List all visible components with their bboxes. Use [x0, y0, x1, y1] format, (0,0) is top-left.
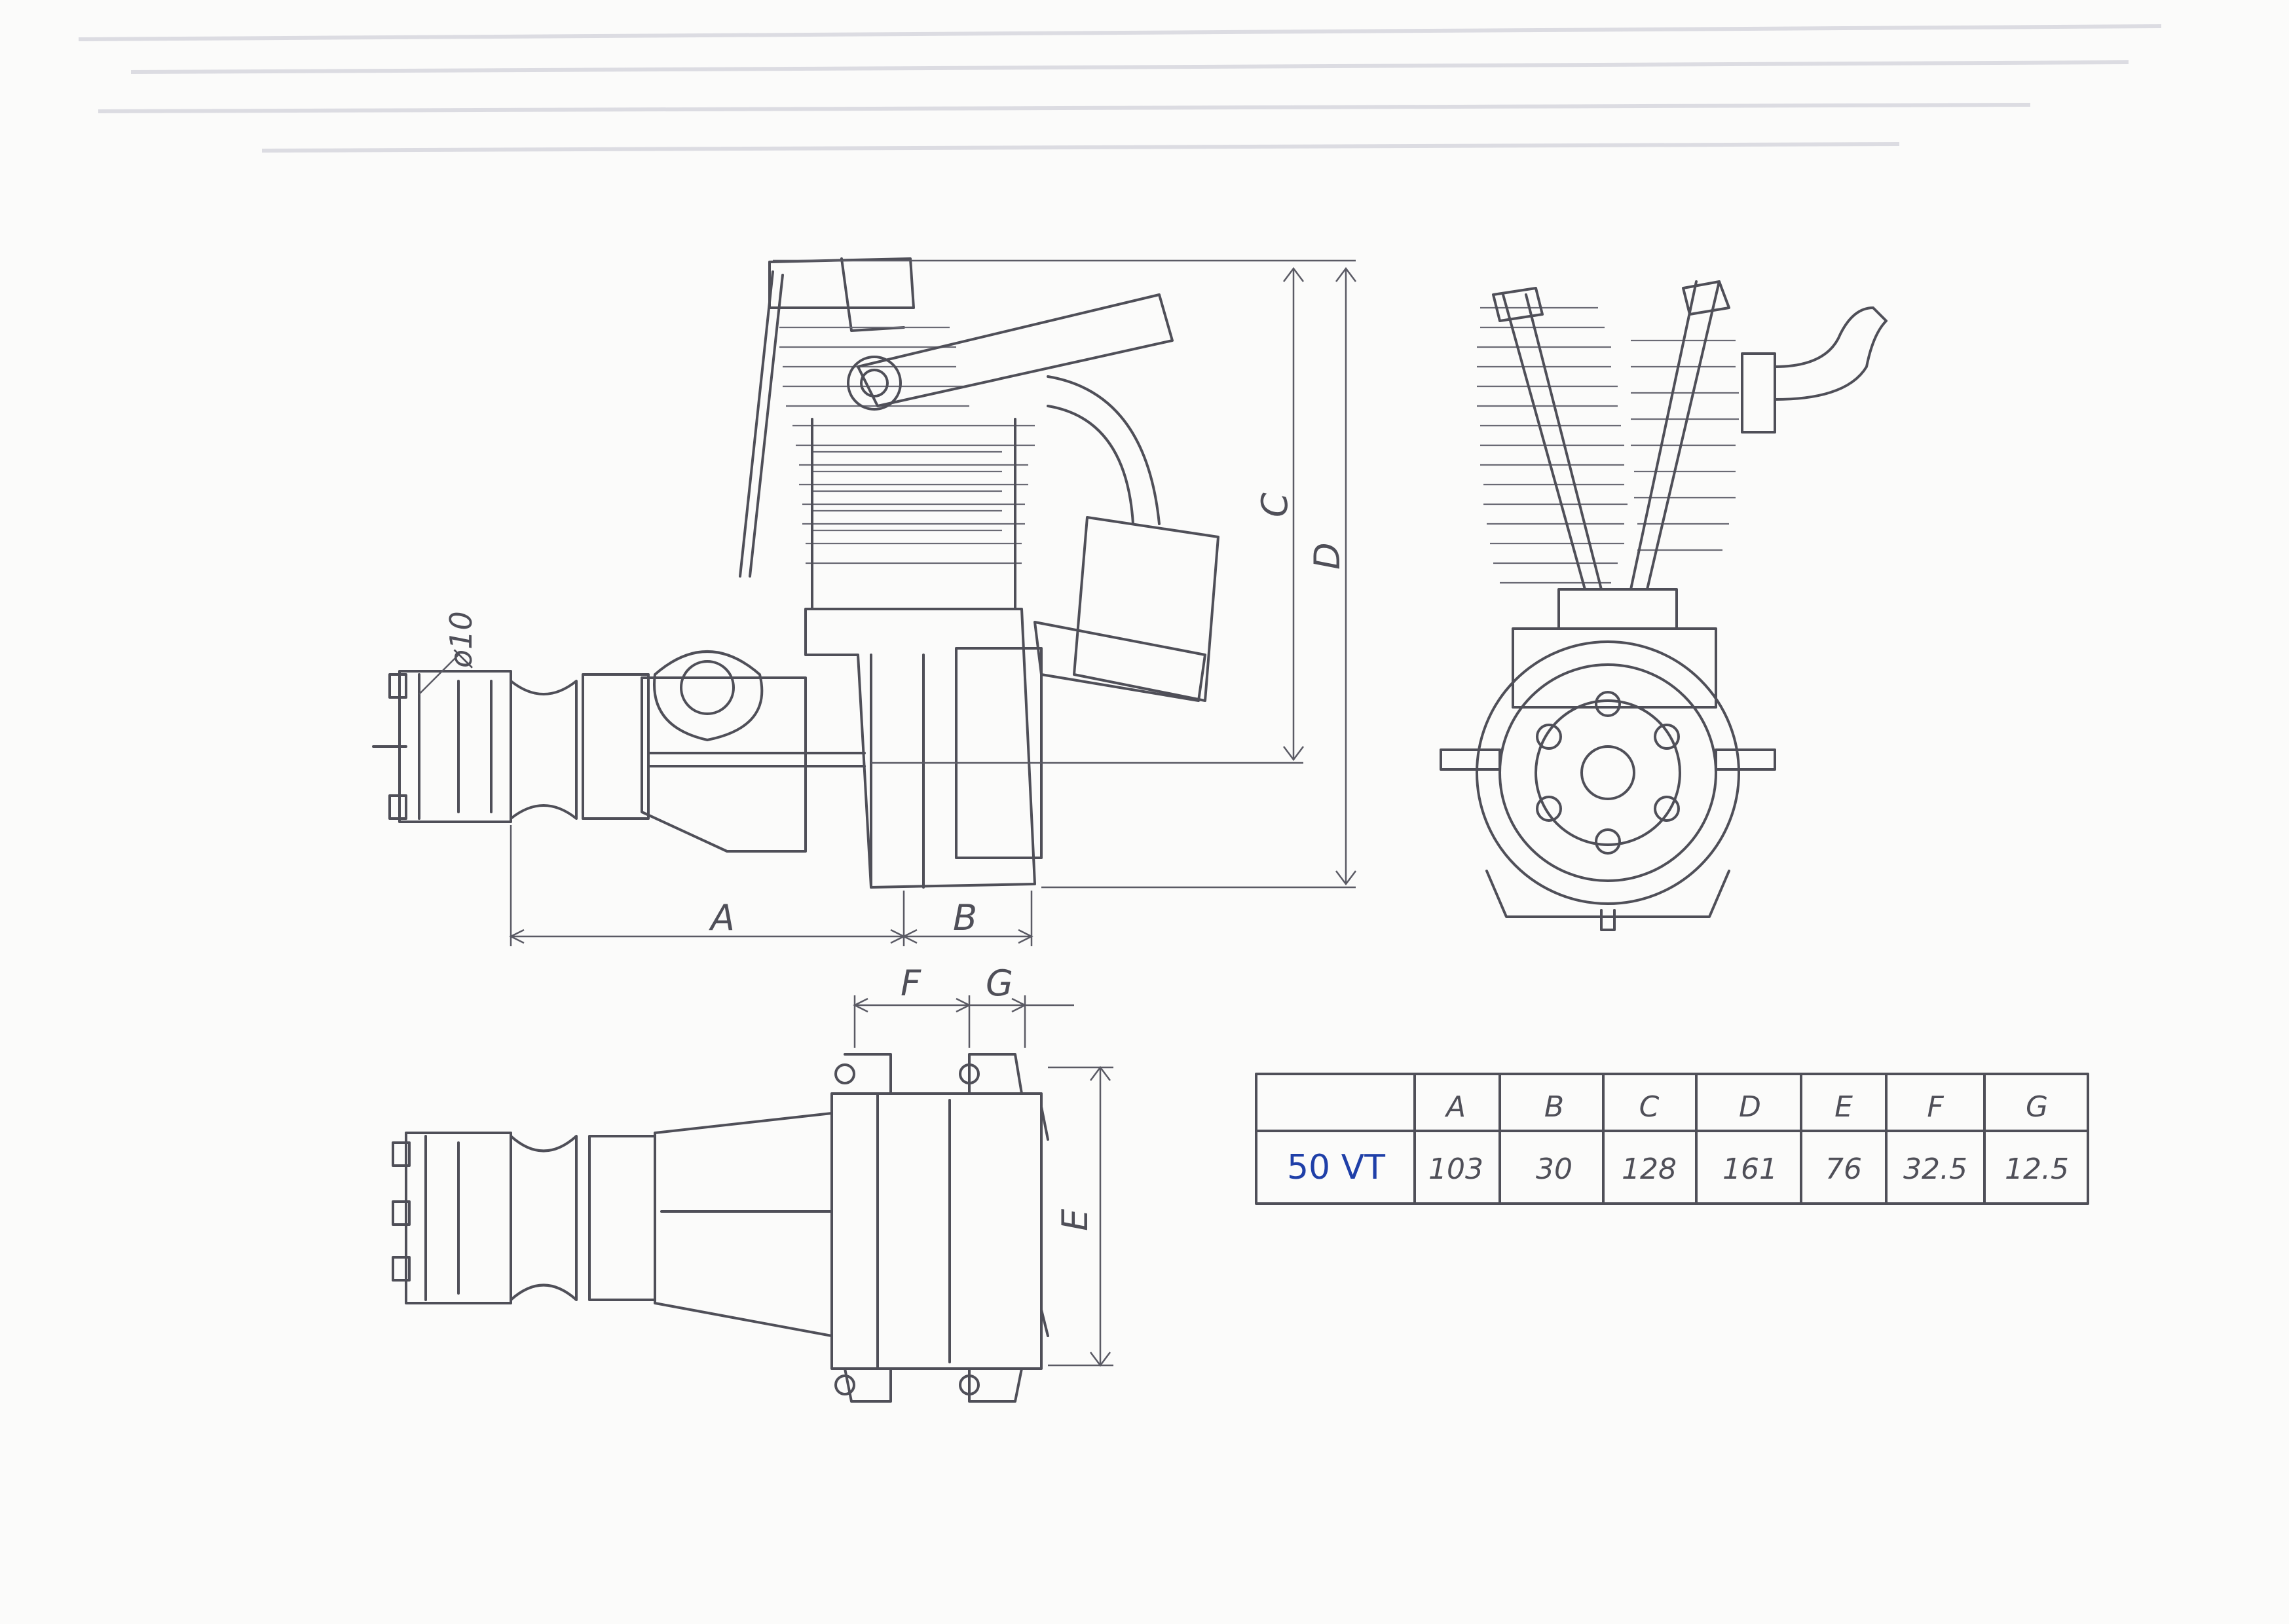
table-cell-e: 76 — [1825, 1153, 1862, 1186]
table-row-model: 50 VT — [1287, 1148, 1385, 1187]
dim-label-c: C — [1254, 492, 1295, 517]
dim-label-e: E — [1054, 1208, 1096, 1231]
table-header-b: B — [1544, 1090, 1564, 1124]
dim-label-g: G — [986, 963, 1013, 1004]
dimension-lines — [419, 259, 1356, 1367]
dim-label-d: D — [1307, 542, 1348, 570]
table-header-e: E — [1834, 1090, 1853, 1124]
table-cell-d: 161 — [1722, 1153, 1777, 1186]
dim-label-b: B — [953, 897, 977, 938]
table-header-d: D — [1739, 1090, 1761, 1124]
table-header-a: A — [1444, 1090, 1466, 1124]
table-header-c: C — [1639, 1090, 1660, 1124]
dimension-label-group: A B C D E F G ø10 — [443, 492, 1348, 1231]
front-view — [1440, 280, 1888, 931]
table-cell-g: 12.5 — [2005, 1153, 2069, 1186]
dim-label-a: A — [709, 897, 735, 938]
table-header-f: F — [1927, 1090, 1944, 1124]
table-cell-c: 128 — [1622, 1153, 1677, 1186]
table-cell-b: 30 — [1536, 1153, 1573, 1186]
table-cell-a: 103 — [1428, 1153, 1483, 1186]
shaft-diameter-label: ø10 — [443, 611, 479, 669]
scan-bleed-through — [78, 24, 2162, 153]
table-column-dividers — [1413, 1073, 1986, 1205]
dim-label-f: F — [901, 963, 921, 1004]
front-fins — [1477, 306, 1739, 584]
spec-table: A B C D E F G 50 VT 103 30 128 161 76 32… — [1255, 1073, 2089, 1205]
side-view — [372, 257, 1219, 889]
table-cell-f: 32.5 — [1903, 1153, 1967, 1186]
table-header-g: G — [2026, 1090, 2048, 1124]
head-fins — [779, 326, 969, 407]
cylinder-fins — [792, 424, 1035, 564]
bottom-view — [392, 1053, 1049, 1403]
